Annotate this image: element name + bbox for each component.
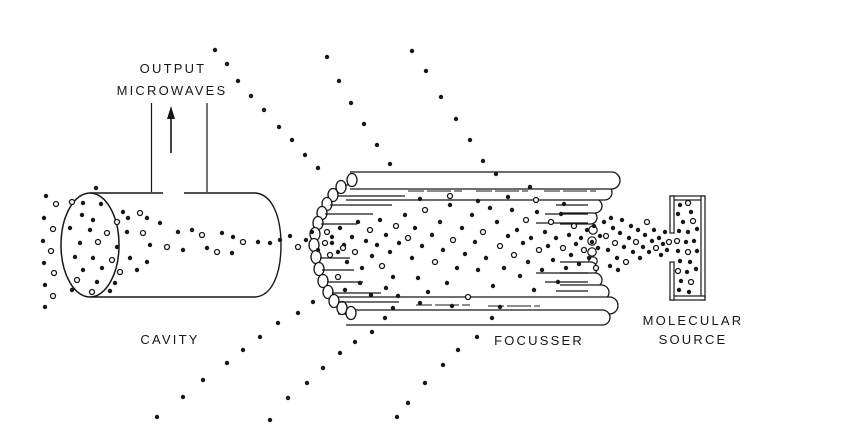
dots-ray-upper-left	[212, 47, 321, 171]
focusser-label: FOCUSSER	[494, 333, 584, 348]
cavity-label: CAVITY	[140, 332, 200, 347]
dots-ray-lower-mid	[267, 305, 396, 423]
dots-cavity-to-focusser-beam	[277, 229, 347, 255]
molecular-source-group	[669, 195, 706, 301]
molecule-dots-group	[40, 47, 700, 423]
dots-focusser-to-source-beam	[601, 215, 673, 273]
dots-left-column	[40, 185, 99, 310]
dots-ray-lower-left	[154, 299, 316, 420]
dots-cavity-inside	[67, 198, 273, 296]
molecular-source-label-line2: SOURCE	[658, 332, 728, 347]
cavity-group	[60, 103, 282, 298]
focusser-group	[308, 171, 621, 326]
output-microwaves-label-line2: MICROWAVES	[116, 83, 228, 98]
dots-ray-lower-right	[394, 304, 503, 420]
output-microwaves-label-line1: OUTPUT	[139, 61, 207, 76]
dots-focusser-inside	[323, 184, 603, 309]
dots-ray-upper-mid	[324, 54, 393, 167]
dots-ray-upper-right	[409, 48, 499, 177]
dots-source-inside	[673, 199, 700, 295]
molecular-source-label-line1: MOLECULAR	[642, 313, 744, 328]
